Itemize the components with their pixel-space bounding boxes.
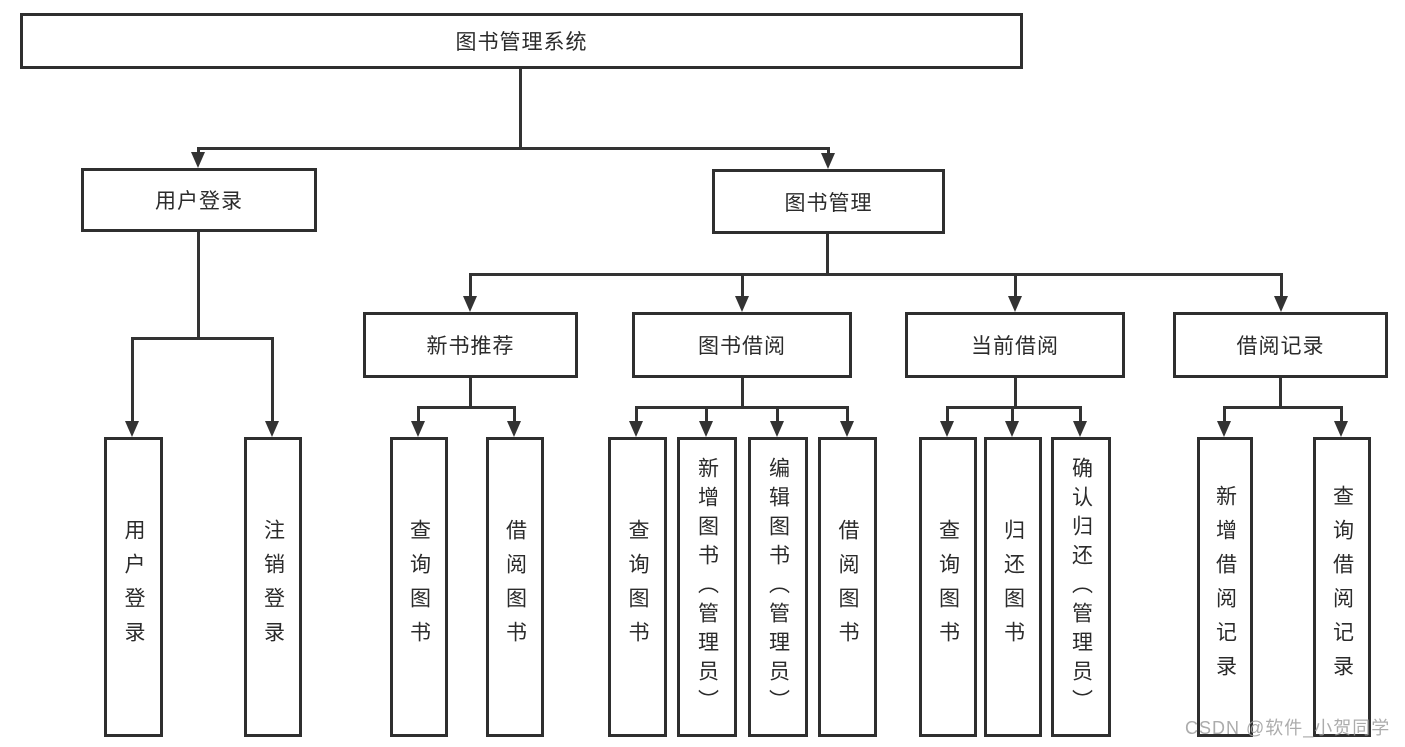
node-user-login: 用户登录: [81, 168, 317, 232]
connector-elbow: [469, 273, 472, 299]
leaf-query-books-borrowing: 查询图书: [608, 437, 667, 737]
leaf-label: 查询图书: [626, 519, 649, 655]
connector-elbow: [131, 337, 134, 424]
leaf-label: 借阅图书: [836, 519, 859, 655]
connector-elbow: [635, 406, 638, 424]
arrow-down-icon: [629, 421, 643, 437]
node-book-borrowing: 图书借阅: [632, 312, 852, 378]
leaf-label: 借阅图书: [503, 519, 527, 655]
connector-stem: [826, 234, 829, 276]
connector-bar: [417, 406, 516, 409]
connector-elbow: [417, 406, 420, 424]
node-current-borrowing: 当前借阅: [905, 312, 1125, 378]
leaf-label: 用户登录: [122, 519, 145, 655]
leaf-add-books-admin: 新增图书（管理员）: [677, 437, 737, 737]
node-label: 图书管理系统: [455, 31, 588, 54]
leaf-label: 查询图书: [936, 519, 960, 655]
arrow-down-icon: [940, 421, 954, 437]
connector-elbow: [1340, 406, 1343, 424]
leaf-label: 新增借阅记录: [1213, 485, 1237, 689]
connector-stem: [1014, 378, 1017, 409]
connector-elbow: [197, 147, 200, 156]
arrow-down-icon: [265, 421, 279, 437]
connector-stem: [741, 378, 744, 409]
connector-bar: [1223, 406, 1343, 409]
watermark: CSDN @软件_小贺同学: [1185, 718, 1391, 738]
arrow-down-icon: [191, 152, 205, 168]
connector-bar: [469, 273, 1283, 276]
node-book-management: 图书管理: [712, 169, 945, 234]
leaf-edit-books-admin: 编辑图书（管理员）: [748, 437, 808, 737]
arrow-down-icon: [1073, 421, 1087, 437]
connector-elbow: [705, 406, 708, 424]
node-label: 图书借阅: [698, 335, 786, 358]
leaf-label: 确认归还（管理员）: [1069, 456, 1093, 718]
connector-stem: [469, 378, 472, 409]
arrow-down-icon: [1005, 421, 1019, 437]
arrow-down-icon: [1274, 296, 1288, 312]
arrow-down-icon: [1217, 421, 1231, 437]
leaf-label: 查询图书: [407, 519, 431, 655]
arrow-down-icon: [463, 296, 477, 312]
node-borrowing-records: 借阅记录: [1173, 312, 1388, 378]
leaf-return-books: 归还图书: [984, 437, 1042, 737]
node-label: 新书推荐: [426, 335, 515, 358]
leaf-user-login: 用户登录: [104, 437, 163, 737]
leaf-borrow-books-borrowing: 借阅图书: [818, 437, 877, 737]
node-label: 图书管理: [784, 191, 873, 215]
connector-root-bar: [197, 147, 830, 150]
leaf-label: 注销登录: [261, 519, 285, 655]
connector-elbow: [1223, 406, 1226, 424]
leaf-confirm-return-admin: 确认归还（管理员）: [1051, 437, 1111, 737]
connector-bar: [946, 406, 1082, 409]
leaf-label: 新增图书（管理员）: [695, 456, 719, 718]
leaf-label: 编辑图书（管理员）: [766, 456, 790, 718]
leaf-add-borrow-record: 新增借阅记录: [1197, 437, 1253, 737]
arrow-down-icon: [507, 421, 521, 437]
connector-elbow: [1079, 406, 1082, 424]
node-label: 当前借阅: [971, 335, 1059, 358]
node-label: 借阅记录: [1236, 335, 1325, 358]
connector-elbow: [741, 273, 744, 299]
connector-elbow: [271, 337, 274, 424]
arrow-down-icon: [699, 421, 713, 437]
connector-elbow: [827, 147, 830, 157]
node-label: 用户登录: [155, 190, 243, 213]
leaf-logout: 注销登录: [244, 437, 302, 737]
leaf-label: 查询借阅记录: [1330, 485, 1354, 689]
connector-elbow: [846, 406, 849, 424]
arrow-down-icon: [840, 421, 854, 437]
connector-root-stem: [519, 69, 522, 147]
arrow-down-icon: [125, 421, 139, 437]
arrow-down-icon: [821, 153, 835, 169]
node-new-book-recommendation: 新书推荐: [363, 312, 578, 378]
leaf-borrow-books-new: 借阅图书: [486, 437, 544, 737]
arrow-down-icon: [411, 421, 425, 437]
connector-elbow: [946, 406, 949, 424]
connector-elbow: [776, 406, 779, 424]
arrow-down-icon: [770, 421, 784, 437]
connector-elbow: [1014, 273, 1017, 299]
connector-bar: [635, 406, 849, 409]
leaf-query-books-new: 查询图书: [390, 437, 448, 737]
connector-stem: [1279, 378, 1282, 409]
connector-stem: [197, 232, 200, 340]
node-library-management-system: 图书管理系统: [20, 13, 1023, 69]
arrow-down-icon: [735, 296, 749, 312]
connector-elbow: [513, 406, 516, 424]
leaf-label: 归还图书: [1001, 519, 1025, 655]
leaf-query-books-current: 查询图书: [919, 437, 977, 737]
connector-elbow: [1280, 273, 1283, 299]
arrow-down-icon: [1334, 421, 1348, 437]
connector-bar: [131, 337, 274, 340]
connector-elbow: [1011, 406, 1014, 424]
arrow-down-icon: [1008, 296, 1022, 312]
leaf-query-borrow-record: 查询借阅记录: [1313, 437, 1371, 737]
